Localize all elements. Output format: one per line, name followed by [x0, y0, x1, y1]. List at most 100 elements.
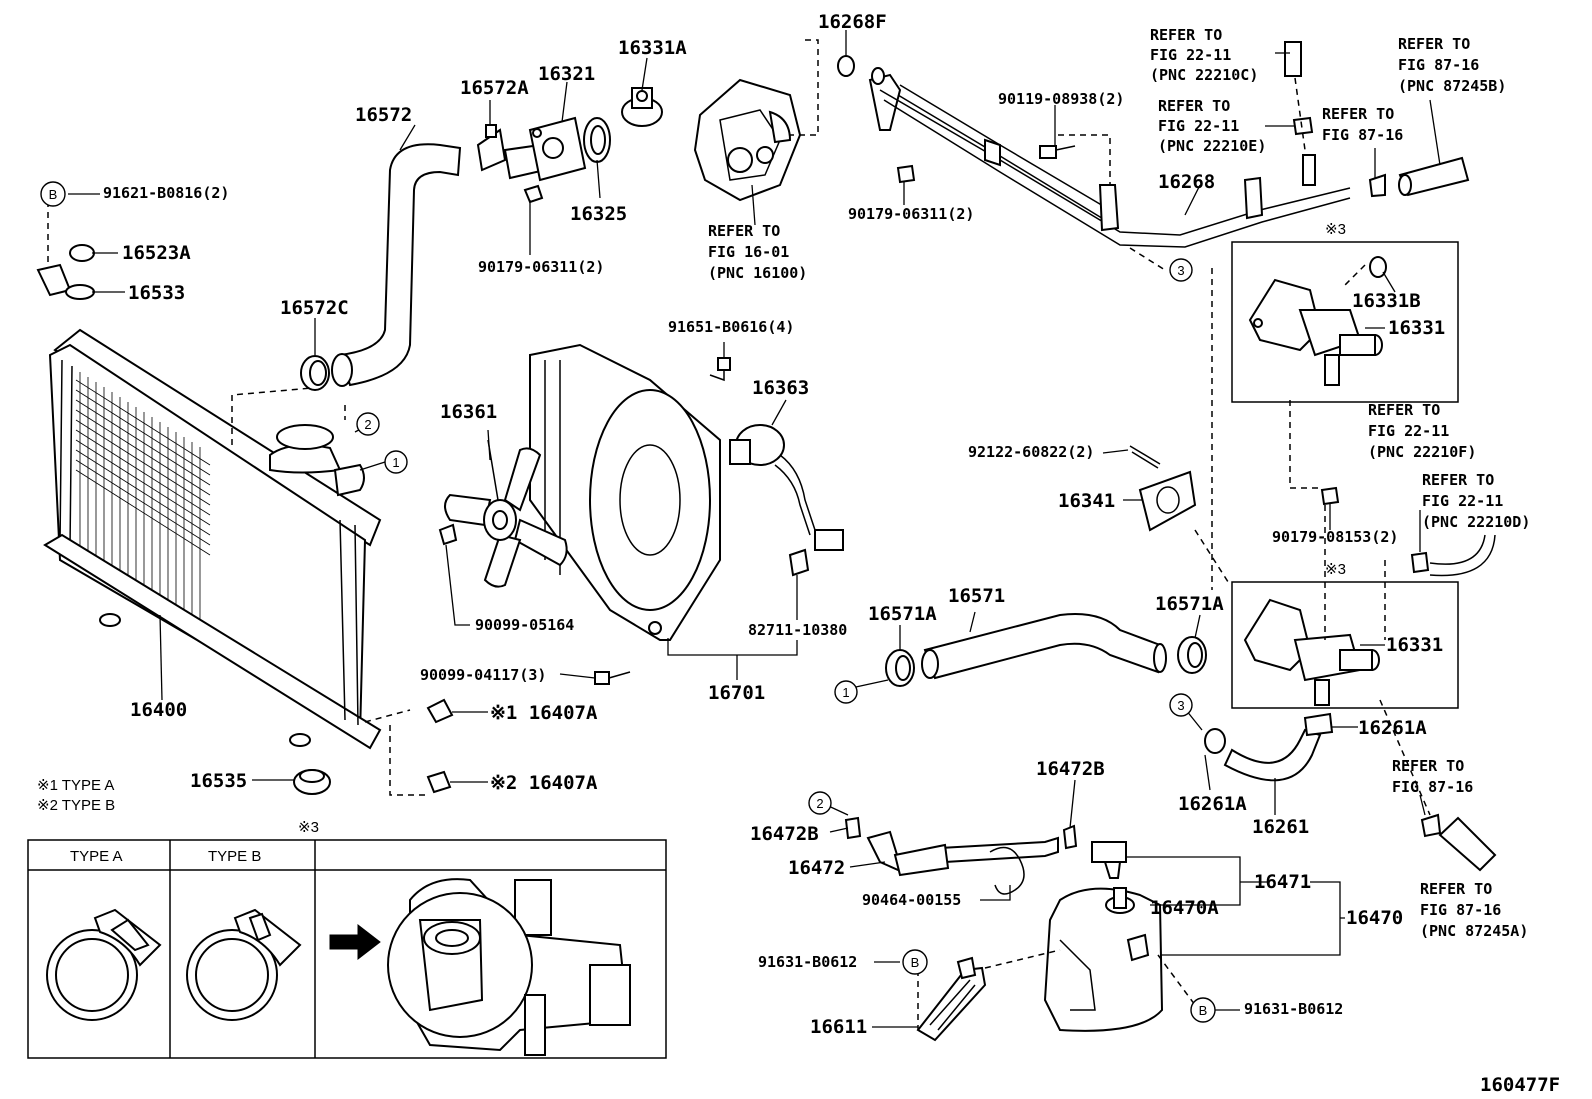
clip-82711	[788, 548, 810, 577]
ref-circle-2-reserve-text: 2	[816, 796, 823, 811]
type-a-gasket-drawing	[46, 908, 162, 1021]
ref-22210d-l2: FIG 22-11	[1422, 492, 1503, 510]
ref-16100-l3: (PNC 16100)	[708, 264, 807, 282]
grommet-16535	[293, 769, 331, 795]
label-16572: 16572	[355, 104, 412, 126]
label-91631-left: 91631-B0612	[758, 953, 857, 971]
plug-16331b	[1369, 256, 1387, 278]
nut-90179-a	[523, 184, 544, 204]
drain-cock-type-a	[426, 698, 454, 724]
ref-circle-1-radiator-text: 1	[392, 455, 399, 470]
ref-22210c-l2: FIG 22-11	[1150, 46, 1231, 64]
label-16471: 16471	[1254, 871, 1311, 893]
label-16268f: 16268F	[818, 11, 887, 33]
water-outlet-16321	[503, 116, 587, 182]
label-92122: 92122-60822(2)	[968, 443, 1094, 461]
engine-water-inlet-housing	[693, 78, 802, 202]
clamp-90464	[989, 846, 1025, 895]
ref-circle-b-1	[40, 181, 66, 207]
ref-circle-b-2	[902, 949, 928, 975]
label-16261a-left: 16261A	[1178, 793, 1247, 815]
type-b-header: TYPE B	[208, 848, 261, 865]
clip-16472b-top	[1062, 824, 1078, 850]
label-90119: 90119-08938(2)	[998, 90, 1124, 108]
ref-87245b-l3: (PNC 87245B)	[1398, 77, 1506, 95]
clamp-16571a-right	[1177, 636, 1207, 674]
hose-pnc-22210c	[1284, 41, 1302, 77]
ref-circle-2-radiator-text: 2	[364, 417, 371, 432]
cushion-16523a	[69, 244, 95, 262]
label-91651: 91651-B0616(4)	[668, 318, 794, 336]
support-16533	[36, 263, 95, 300]
label-82711: 82711-10380	[748, 621, 847, 639]
clip-16472b-left	[844, 816, 862, 840]
ref-circle-3-pipe	[1169, 258, 1193, 282]
water-inlet-16331-bottom	[1243, 598, 1380, 706]
ref-22210d-l3: (PNC 22210D)	[1422, 513, 1530, 531]
label-90099-04117: 90099-04117(3)	[420, 666, 546, 684]
thermostat-16331a	[621, 87, 663, 127]
label-16572a: 16572A	[460, 77, 529, 99]
type-a-header: TYPE A	[70, 848, 123, 865]
label-16331b: 16331B	[1352, 290, 1421, 312]
label-90099-05164: 90099-05164	[475, 616, 574, 634]
gasket-16325	[583, 117, 611, 163]
label-16571a-right: 16571A	[1155, 593, 1224, 615]
ref-circle-b-3-text: B	[1199, 1003, 1208, 1018]
figure-id: 160477F	[1480, 1074, 1560, 1096]
fan-motor-16363	[729, 424, 844, 551]
hose-clamp-16572a	[476, 124, 507, 172]
bolt-90119	[1039, 145, 1076, 159]
reserve-hose-16472	[866, 830, 1059, 877]
label-16331-bottom: 16331	[1386, 634, 1443, 656]
label-90179-08153: 90179-08153(2)	[1272, 528, 1398, 546]
mark3-box: ※3	[298, 819, 319, 836]
ref-circle-2-reserve	[808, 791, 832, 815]
gasket-16268f	[837, 55, 855, 77]
nut-90179-b	[896, 164, 916, 184]
clamp-16261a-left	[1204, 728, 1226, 754]
ref-22210e-l2: FIG 22-11	[1158, 117, 1239, 135]
label-16572c: 16572C	[280, 297, 349, 319]
label-16321: 16321	[538, 63, 595, 85]
ref-87245a-l2: FIG 87-16	[1420, 901, 1501, 919]
hose-pnc-22210d	[1410, 534, 1496, 577]
ref-87245b-l1: REFER TO	[1398, 35, 1470, 53]
bolt-91651	[709, 357, 731, 382]
note-type-a: ※1 TYPE A	[37, 777, 114, 794]
arrow-icon	[329, 923, 381, 961]
reserve-tank-16470	[1043, 887, 1164, 1032]
mark3-mid: ※3	[1325, 561, 1346, 578]
label-16472: 16472	[788, 857, 845, 879]
ref-8716-a-l1: REFER TO	[1322, 105, 1394, 123]
ref-22210e-l1: REFER TO	[1158, 97, 1230, 115]
label-16472b-top: 16472B	[1036, 758, 1105, 780]
ref-circle-1-hose-text: 1	[842, 685, 849, 700]
type-legend-table: ※3 TYPE A TYPE B	[27, 819, 667, 1059]
water-inlet-16331-top	[1248, 278, 1383, 386]
ref-87245b-l2: FIG 87-16	[1398, 56, 1479, 74]
ref-87245a-l3: (PNC 87245A)	[1420, 922, 1528, 940]
ref-8716-b-l1: REFER TO	[1392, 757, 1464, 775]
label-16325: 16325	[570, 203, 627, 225]
type-b-gasket-drawing	[186, 908, 302, 1021]
label-16701: 16701	[708, 682, 765, 704]
label-16331a: 16331A	[618, 37, 687, 59]
water-inlet-box-bottom	[1231, 581, 1459, 709]
label-16363: 16363	[752, 377, 809, 399]
label-16361: 16361	[440, 401, 497, 423]
ref-8716-a-l2: FIG 87-16	[1322, 126, 1403, 144]
ref-circle-b-1-text: B	[49, 187, 58, 202]
label-16470a: 16470A	[1150, 897, 1219, 919]
fan-16361	[444, 439, 568, 588]
ref-87245a-l1: REFER TO	[1420, 880, 1492, 898]
water-hose-16261	[1223, 728, 1322, 782]
radiator	[43, 328, 382, 750]
nut-90179-08153	[1320, 486, 1340, 506]
water-inlet-box-top	[1231, 241, 1459, 403]
nut-90099-05164	[438, 523, 458, 546]
gasket-16341	[1138, 470, 1197, 532]
label-90464: 90464-00155	[862, 891, 961, 909]
ref-22210f-l3: (PNC 22210F)	[1368, 443, 1476, 461]
ref-circle-3-pipe-text: 3	[1177, 263, 1184, 278]
